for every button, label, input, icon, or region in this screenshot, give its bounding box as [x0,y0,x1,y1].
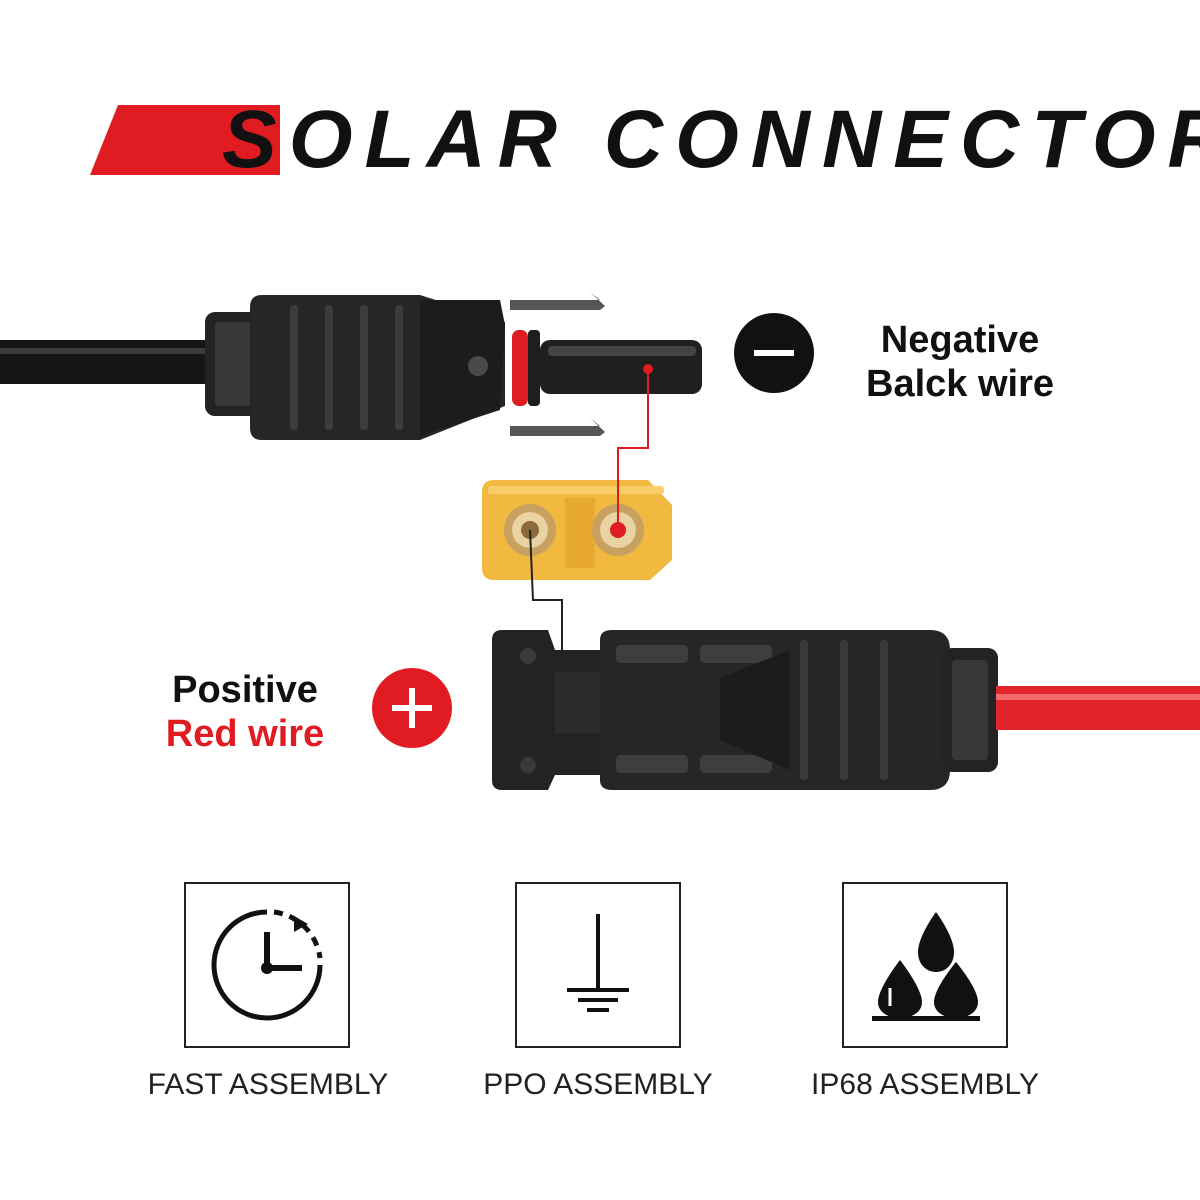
positive-leader-line [529,529,563,685]
negative-leader-line [617,369,649,530]
minus-icon [754,350,794,356]
connector-illustration [0,292,1200,790]
feature-box-fast [184,882,350,1048]
xt60-connector [482,480,672,580]
title-first-letter: S [222,94,289,185]
male-connector [205,292,702,444]
ground-icon [567,914,629,1012]
negative-label: Negative Balck wire [840,318,1080,406]
feature-label-ip68: IP68 ASSEMBLY [811,1068,1039,1101]
feature-box-ip68 [842,882,1008,1048]
female-connector [492,630,998,790]
feature-label-ppo: PPO ASSEMBLY [483,1068,713,1101]
title-accent-bar [90,105,280,175]
water-drops-icon [872,912,980,1021]
title-rest: OLAR CONNECTOR [288,94,1200,185]
red-cable [996,686,1200,730]
clock-icon [211,909,323,1021]
feature-label-fast: FAST ASSEMBLY [147,1068,389,1101]
black-cable [0,340,215,384]
negative-label-line1: Negative [880,319,1040,361]
feature-box-ppo [515,882,681,1048]
positive-label: Positive Red wire [130,668,360,756]
negative-label-line2: Balck wire [866,363,1054,405]
positive-label-line1: Positive [172,669,318,711]
page-title: SOLAR CONNECTOR [222,92,1200,188]
positive-label-line2: Red wire [165,713,325,755]
